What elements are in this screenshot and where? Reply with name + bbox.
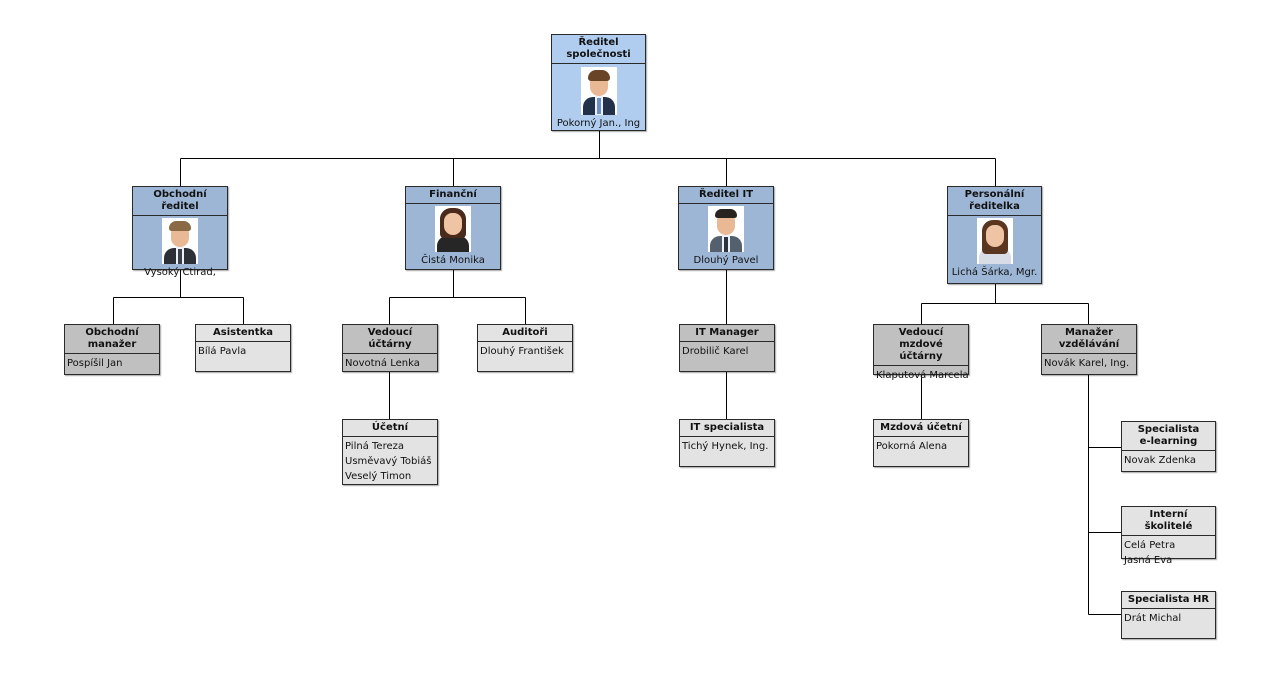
title-line: Personální — [964, 189, 1025, 200]
male-executive-photo-icon — [580, 67, 617, 115]
person-name: Celá Petra — [1124, 540, 1176, 551]
node-body: Celá Petra Jasná Eva — [1122, 536, 1215, 570]
node-body: Lichá Šárka, Mgr. — [948, 216, 1041, 282]
title-line: účtárny — [899, 351, 943, 362]
person-name: Novák Karel, Ing. — [1044, 358, 1130, 369]
node-title: IT specialista — [680, 420, 774, 437]
node-title: Manažer vzdělávání — [1042, 325, 1136, 354]
node-body: Pilná Tereza Usměvavý Tobiáš Veselý Timo… — [343, 437, 437, 486]
person-name: Pospíšil Jan — [67, 358, 123, 369]
node-it-manager[interactable]: IT Manager Drobilič Karel — [679, 324, 775, 372]
title-line: Specialista — [1137, 424, 1200, 435]
node-training-manager[interactable]: Manažer vzdělávání Novák Karel, Ing. — [1041, 324, 1137, 375]
person-name: Čistá Monika — [421, 255, 485, 266]
node-title: IT Manager — [680, 325, 774, 342]
node-accountants[interactable]: Účetní Pilná Tereza Usměvavý Tobiáš Vese… — [342, 419, 438, 485]
connector-hr — [921, 284, 1089, 324]
connector-root-bus — [180, 131, 996, 186]
node-finance-director[interactable]: Finanční Čistá Monika — [405, 186, 501, 270]
title-line: vzdělávání — [1058, 339, 1120, 350]
title-line: Manažer — [1064, 327, 1114, 338]
node-title: Vedoucí mzdové účtárny — [874, 325, 968, 366]
node-it-director[interactable]: Ředitel IT Dlouhý Pavel — [678, 186, 774, 270]
connector-finance — [389, 270, 526, 324]
node-title: Interní školitelé — [1122, 507, 1215, 536]
node-payroll-accountant[interactable]: Mzdová účetní Pokorná Alena — [873, 419, 969, 467]
person-name: Lichá Šárka, Mgr. — [951, 267, 1038, 278]
node-title: Obchodní ředitel — [133, 187, 227, 216]
title-line: Obchodní — [85, 327, 139, 338]
node-body: Pokorná Alena — [874, 437, 968, 456]
node-body: Čistá Monika — [406, 204, 500, 270]
title-line: společnosti — [566, 49, 631, 60]
node-body: Drobilič Karel — [680, 342, 774, 361]
title-line: ředitelka — [969, 201, 1020, 212]
node-title: Finanční — [406, 187, 500, 204]
node-title: Vedoucí účtárny — [343, 325, 437, 354]
node-assistant[interactable]: Asistentka Bílá Pavla — [195, 324, 291, 372]
person-name: Klaputová Marcela — [876, 370, 969, 381]
node-body: Pokorný Jan., Ing — [552, 64, 645, 133]
person-name: Veselý Timon — [345, 471, 412, 482]
node-title: Účetní — [343, 420, 437, 437]
person-name: Novak Zdenka — [1124, 455, 1197, 466]
node-title: Specialista HR — [1122, 592, 1215, 609]
node-body: Novotná Lenka — [343, 354, 437, 373]
node-hr-specialist[interactable]: Specialista HR Drát Michal — [1121, 591, 1216, 639]
person-name: Jasná Eva — [1124, 555, 1173, 566]
node-internal-trainers[interactable]: Interní školitelé Celá Petra Jasná Eva — [1121, 506, 1216, 566]
node-body: Drát Michal — [1122, 609, 1215, 628]
node-title: Specialista e-learning — [1122, 422, 1215, 451]
node-body: Dlouhý Pavel — [679, 204, 773, 270]
person-name: Vysoký Ctirad, — [144, 267, 216, 278]
connector-training — [1088, 374, 1121, 615]
node-title: Personální ředitelka — [948, 187, 1041, 216]
node-ceo[interactable]: Ředitel společnosti Pokorný Jan., Ing — [551, 34, 646, 131]
node-body: Klaputová Marcela — [874, 366, 969, 385]
node-title: Obchodní manažer — [65, 325, 159, 354]
node-payroll-head[interactable]: Vedoucí mzdové účtárny Klaputová Marcela — [873, 324, 969, 381]
person-name: Novotná Lenka — [345, 358, 420, 369]
title-line: Vedoucí mzdové — [898, 327, 944, 350]
person-name: Usměvavý Tobiáš — [345, 456, 432, 467]
node-auditors[interactable]: Auditoři Dlouhý František — [477, 324, 573, 372]
person-name: Tichý Hynek, Ing. — [682, 441, 769, 452]
person-name: Bílá Pavla — [198, 346, 247, 357]
node-title: Auditoři — [478, 325, 572, 342]
female-director-photo-icon — [435, 206, 471, 252]
node-title: Asistentka — [196, 325, 290, 342]
person-name: Dlouhý Pavel — [693, 255, 759, 266]
female-director-photo-icon — [976, 218, 1013, 264]
node-accounting-head[interactable]: Vedoucí účtárny Novotná Lenka — [342, 324, 438, 372]
title-line: e-learning — [1139, 436, 1198, 447]
node-sales-director[interactable]: Obchodní ředitel Vysoký Ctirad, — [132, 186, 228, 278]
node-body: Pospíšil Jan — [65, 354, 159, 373]
title-line: manažer — [87, 339, 137, 350]
node-hr-director[interactable]: Personální ředitelka Lichá Šárka, Mgr. — [947, 186, 1042, 284]
person-name: Pilná Tereza — [345, 441, 404, 452]
title-line: Ředitel — [578, 37, 619, 48]
node-elearning-specialist[interactable]: Specialista e-learning Novak Zdenka — [1121, 421, 1216, 472]
node-it-specialist[interactable]: IT specialista Tichý Hynek, Ing. — [679, 419, 775, 467]
male-director-photo-icon — [162, 218, 198, 264]
person-name: Drobilič Karel — [682, 346, 749, 357]
node-title: Mzdová účetní — [874, 420, 968, 437]
node-title: Ředitel společnosti — [552, 35, 645, 64]
person-name: Drát Michal — [1124, 613, 1182, 624]
node-body: Tichý Hynek, Ing. — [680, 437, 774, 456]
node-sales-manager[interactable]: Obchodní manažer Pospíšil Jan — [64, 324, 160, 375]
node-body: Vysoký Ctirad, — [133, 216, 227, 282]
person-name: Pokorná Alena — [876, 441, 948, 452]
node-body: Bílá Pavla — [196, 342, 290, 361]
person-name: Pokorný Jan., Ing — [556, 118, 641, 129]
person-name: Dlouhý František — [480, 346, 564, 357]
male-director-photo-icon — [708, 206, 744, 252]
node-body: Novak Zdenka — [1122, 451, 1215, 470]
node-body: Novák Karel, Ing. — [1042, 354, 1136, 373]
node-title: Ředitel IT — [679, 187, 773, 204]
node-body: Dlouhý František — [478, 342, 572, 361]
